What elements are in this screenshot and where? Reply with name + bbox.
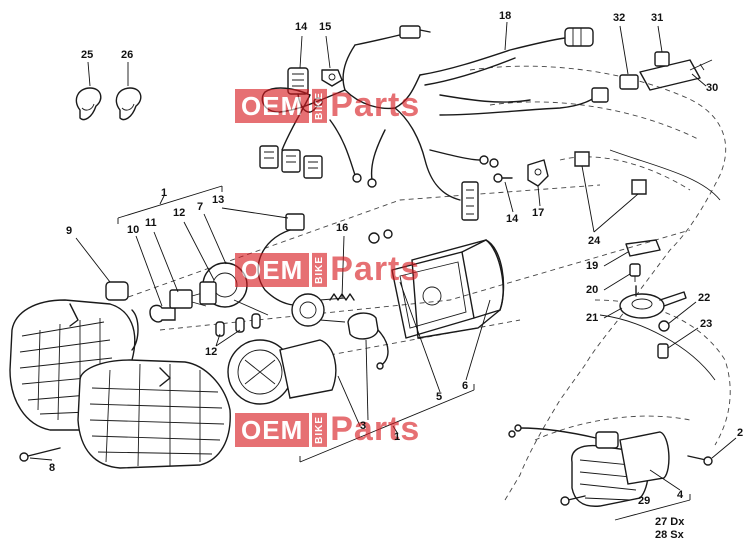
grommets-24 — [574, 151, 647, 195]
watermark-bike: BIKE — [312, 88, 328, 123]
callout-31: 31 — [651, 12, 664, 24]
group-bracket-1-top — [117, 185, 223, 224]
watermark-bike: BIKE — [312, 412, 328, 447]
watermark-bottom: OEM BIKE Parts — [235, 410, 420, 449]
callout-18: 18 — [499, 10, 512, 22]
callout-23: 23 — [700, 318, 713, 330]
callout-14-middle: 14 — [506, 213, 519, 225]
screw-2 — [687, 455, 713, 466]
bracket-19 — [625, 239, 661, 257]
callout-8: 8 — [49, 462, 56, 474]
watermark-parts: Parts — [330, 86, 421, 124]
callout-14-top: 14 — [295, 21, 308, 33]
callout-3: 3 — [360, 420, 367, 432]
bulb-holder-3 — [347, 312, 389, 370]
group-bracket-1-bottom — [299, 384, 475, 463]
fairing-outline — [469, 65, 731, 501]
callout-26: 26 — [121, 49, 134, 61]
bracket-17 — [527, 159, 549, 187]
callout-13: 13 — [212, 194, 225, 206]
callout-5: 5 — [436, 391, 443, 403]
callout-7: 7 — [197, 201, 204, 213]
callout-11: 11 — [145, 217, 157, 229]
screw-8 — [19, 447, 61, 462]
horn-21 — [619, 285, 687, 319]
watermark-parts: Parts — [330, 250, 421, 288]
callout-29: 29 — [638, 495, 651, 507]
callout-1-top: 1 — [161, 187, 168, 199]
nut-22 — [658, 320, 670, 332]
bulb-11 — [169, 289, 207, 309]
group-bracket-27-28 — [614, 494, 691, 521]
callout-10: 10 — [127, 224, 140, 236]
callout-24: 24 — [588, 235, 601, 247]
callout-21: 21 — [586, 312, 599, 324]
clip-25 — [75, 87, 102, 121]
connector-14-top — [287, 67, 319, 113]
watermark-bike: BIKE — [312, 252, 328, 287]
callout-20: 20 — [586, 284, 599, 296]
callout-30: 30 — [706, 82, 719, 94]
callout-12-upper: 12 — [173, 207, 186, 219]
rear-housing-6 — [411, 239, 505, 339]
headlight-collar — [69, 303, 171, 387]
watermark-brand: OEM — [235, 88, 310, 123]
grommet-9 — [105, 281, 129, 301]
turn-signal-27-28 — [508, 424, 670, 507]
screw-29 — [560, 495, 586, 506]
callout-27-dx: 27 Dx — [655, 516, 685, 528]
projector-module — [227, 293, 346, 405]
clip-26 — [115, 87, 142, 121]
callout-1-bottom: 1 — [394, 431, 401, 443]
headlight-housing-right — [77, 359, 231, 469]
watermark-middle: OEM BIKE Parts — [235, 250, 420, 289]
harness-18 — [419, 27, 609, 116]
callout-12-lower: 12 — [205, 346, 218, 358]
small-nuts — [368, 229, 393, 244]
watermark-parts: Parts — [330, 410, 421, 448]
leader-lines — [29, 21, 737, 501]
callout-32: 32 — [613, 12, 626, 24]
callout-4: 4 — [677, 489, 684, 501]
callout-25: 25 — [81, 49, 94, 61]
callout-28-sx: 28 Sx — [655, 529, 684, 541]
callout-15: 15 — [319, 21, 332, 33]
callout-19: 19 — [586, 260, 599, 272]
watermark-brand: OEM — [235, 252, 310, 287]
bulb-10 — [149, 304, 176, 323]
callout-16: 16 — [336, 222, 349, 234]
callout-6: 6 — [462, 380, 469, 392]
callout-17: 17 — [532, 207, 545, 219]
bulbs-12 — [215, 313, 261, 337]
callout-2: 2 — [737, 427, 744, 439]
watermark-brand: OEM — [235, 412, 310, 447]
callout-22: 22 — [698, 292, 711, 304]
callout-9: 9 — [66, 225, 73, 237]
screw-20 — [629, 263, 641, 282]
relay-assembly — [619, 51, 713, 91]
bolt-23 — [657, 343, 669, 359]
watermark-top: OEM BIKE Parts — [235, 86, 420, 125]
screw-14 — [493, 173, 513, 183]
